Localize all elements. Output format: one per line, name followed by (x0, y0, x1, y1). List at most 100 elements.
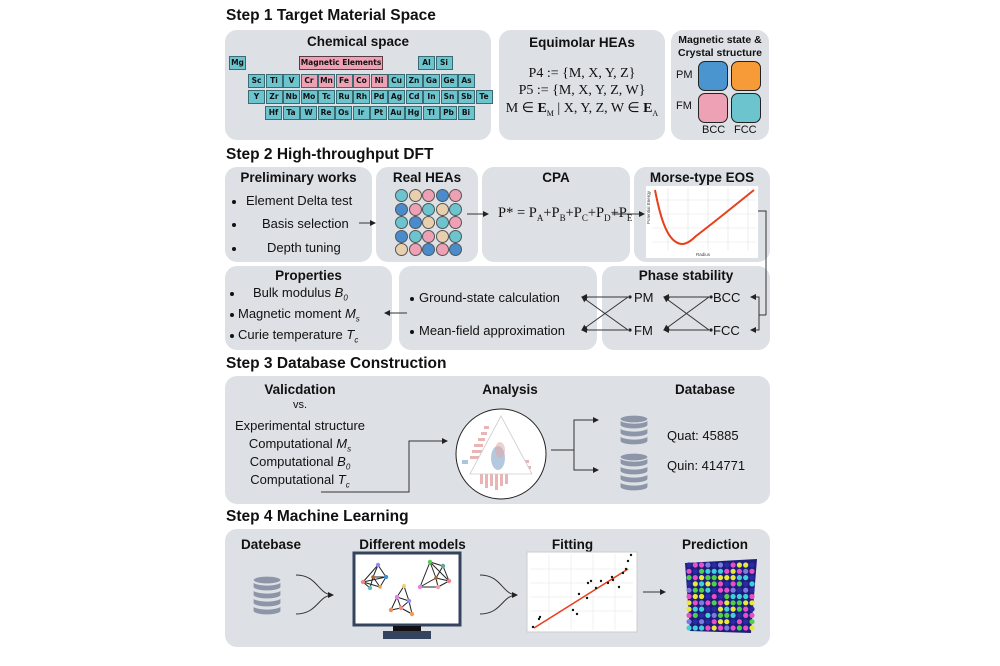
database-icon-quin (619, 452, 649, 492)
curve-db-bottom (295, 592, 334, 615)
morse-ylabel: Potential Energy (646, 190, 651, 224)
prelim-item: Element Delta test (246, 193, 353, 208)
atom-blue (408, 216, 422, 229)
atom (730, 568, 736, 574)
property-item: Curie temperature Tc (238, 327, 359, 345)
atom (736, 619, 742, 625)
atom (730, 562, 736, 568)
properties-title: Properties (275, 268, 342, 283)
fcc-label: FCC (734, 124, 757, 136)
atom (705, 619, 711, 625)
atom (724, 568, 730, 574)
curve-db-top (295, 574, 334, 596)
element-sb: Sb (458, 90, 475, 104)
prediction-crystal (685, 559, 757, 633)
magnetic-state-title: Magnetic state &Crystal structure (671, 34, 769, 60)
atom (730, 625, 736, 631)
fit-line (533, 568, 629, 629)
fitting-title: Fitting (551, 537, 594, 552)
p4-definition: P4 := {M, X, Y, Z} (528, 66, 636, 81)
atom (692, 619, 698, 625)
set-membership: M ∈ EM | X, Y, Z, W ∈ EA (499, 100, 665, 118)
element-hg: Hg (405, 106, 422, 120)
atom-cyan (435, 216, 449, 229)
phase-fm: FM (634, 323, 653, 338)
arrow-to-fcc (750, 315, 760, 333)
atom (692, 625, 698, 631)
atom (730, 575, 736, 581)
arrow-to-bcc (750, 294, 766, 316)
element-nb: Nb (283, 90, 300, 104)
method-mean-field: Mean-field approximation (419, 323, 565, 338)
bullet (232, 223, 236, 227)
atom-tan (395, 243, 408, 256)
element-cd: Cd (405, 90, 423, 104)
atom (711, 562, 717, 568)
property-item: Bulk modulus B0 (253, 285, 348, 303)
preliminary-title: Preliminary works (240, 170, 357, 185)
atom-pink (449, 216, 462, 229)
atom (699, 593, 705, 600)
atom-cyan (395, 216, 408, 229)
atom (705, 581, 711, 587)
atom (749, 619, 755, 625)
atom (699, 568, 705, 574)
validation-item: Computational Tc (250, 472, 350, 490)
element-re: Re (317, 106, 335, 120)
atom (717, 568, 724, 574)
magnetic-elements-label: Magnetic Elements (299, 56, 383, 70)
element-sc: Sc (248, 74, 265, 88)
atom (699, 562, 705, 568)
methods-panel (399, 266, 597, 350)
atom (743, 593, 749, 600)
atom (705, 593, 711, 600)
atom (743, 587, 749, 593)
ternary-analysis-plot (455, 408, 547, 500)
morse-xlabel: Radius (696, 252, 711, 257)
atom (724, 600, 730, 606)
atom-blue (395, 229, 408, 243)
atom (705, 612, 711, 618)
atom-blue (435, 189, 449, 202)
equimolar-panel (499, 30, 665, 140)
atom (717, 562, 724, 568)
arrow-fm-to-gs (581, 296, 629, 331)
atom (699, 587, 705, 593)
element-rh: Rh (353, 90, 370, 104)
atom (705, 587, 711, 593)
set-em: E (537, 101, 547, 116)
atom-cyan (408, 229, 422, 243)
element-tc: Tc (318, 90, 335, 104)
atom (699, 575, 705, 581)
element-mo: Mo (300, 90, 318, 104)
atom (724, 593, 730, 600)
atom (692, 587, 698, 593)
cpa-term-a: PA (528, 205, 544, 223)
database-title: Database (674, 382, 736, 397)
atom (686, 575, 692, 581)
models-title: Different models (359, 537, 466, 552)
atom (699, 619, 705, 625)
atom (730, 600, 736, 606)
atom (692, 575, 698, 581)
database-icon-quat (619, 414, 649, 446)
atom (724, 619, 730, 625)
atom (711, 593, 717, 600)
chemical-space-title: Chemical space (306, 34, 410, 49)
fitting-plot (526, 551, 638, 633)
phase-pm: PM (634, 290, 654, 305)
element-pd: Pd (370, 90, 388, 104)
element-ru: Ru (335, 90, 353, 104)
cpa-term-c: +PC (565, 205, 588, 223)
plot-background (646, 186, 758, 258)
curve-models-bottom (479, 592, 518, 615)
atom (749, 612, 755, 618)
atom (686, 581, 692, 587)
element-cr: Cr (300, 74, 318, 88)
element-al: Al (418, 56, 435, 70)
fm-bcc-square (698, 93, 728, 123)
cpa-term-d: +PD (587, 205, 611, 223)
element-w: W (300, 106, 317, 120)
machine-learning-panel (225, 529, 770, 647)
